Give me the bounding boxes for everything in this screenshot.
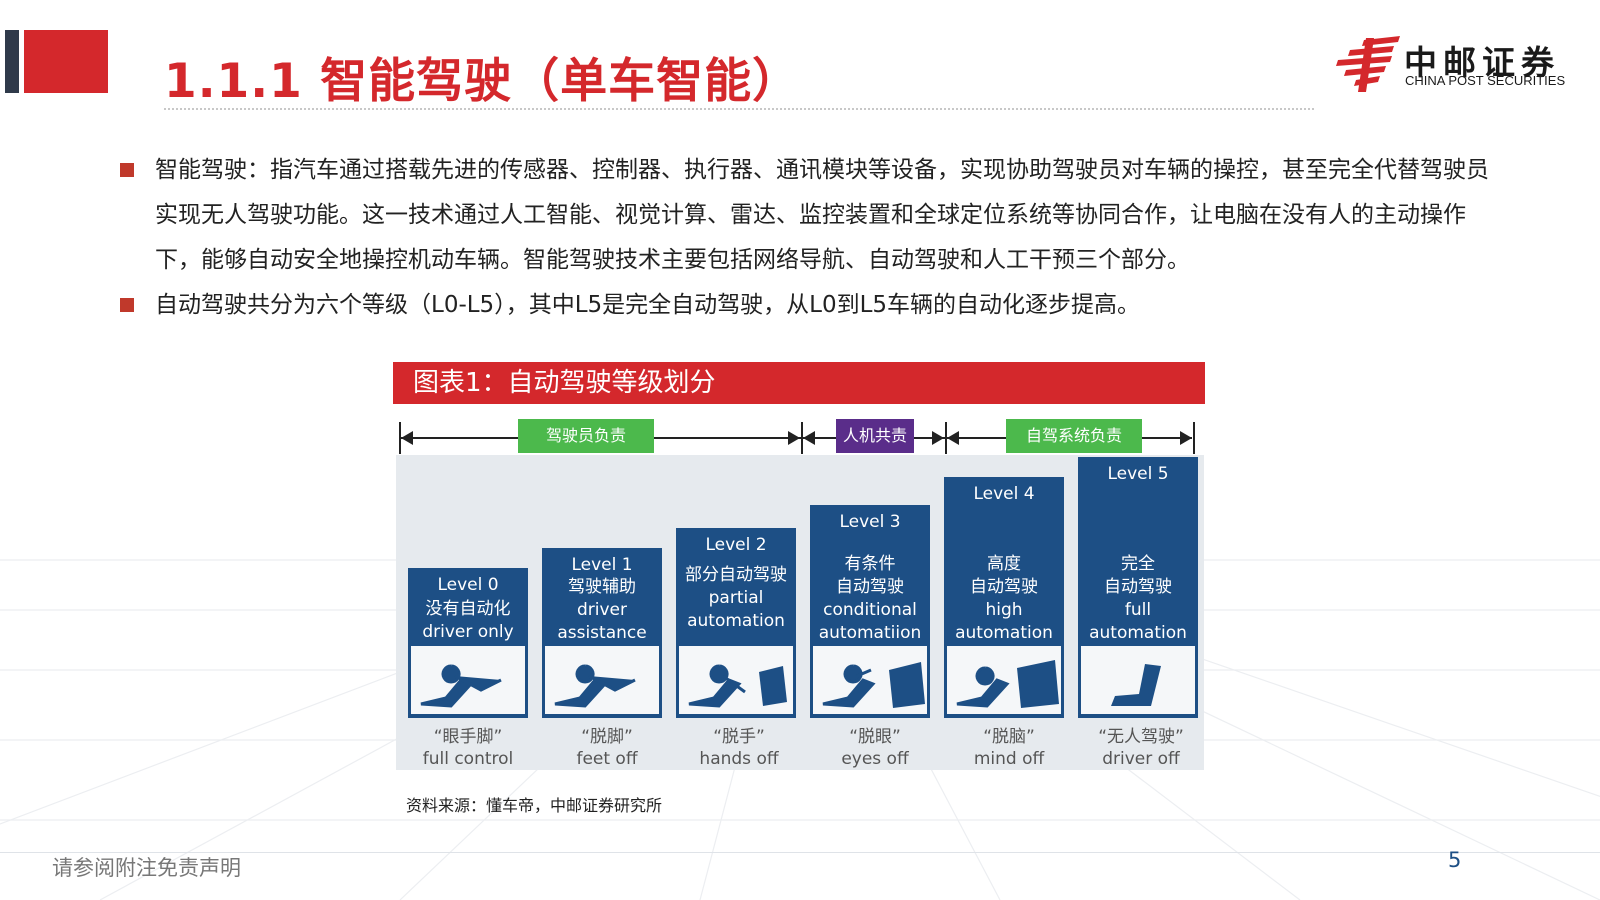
arrow-right-icon <box>788 431 800 445</box>
level-desc-cn: 没有自动化 <box>425 599 511 619</box>
page-title: 1.1.1 智能驾驶（单车智能） <box>164 54 801 109</box>
level-desc-en: high <box>985 600 1023 620</box>
footer-divider <box>0 852 1600 853</box>
arrow-left-icon <box>401 431 413 445</box>
level-desc-en: automation <box>955 623 1053 643</box>
level-desc-en: automatiion <box>818 623 922 643</box>
bullet-paragraph-1: 智能驾驶：指汽车通过搭载先进的传感器、控制器、执行器、通讯模块等设备，实现协助驾… <box>155 157 1489 273</box>
title-underline <box>164 108 1314 110</box>
level-label: Level 1 <box>571 555 633 575</box>
driver-seat-icon <box>545 646 659 714</box>
arrow-left-icon <box>947 431 959 445</box>
corner-accent-red <box>24 30 108 93</box>
level-desc-en: driver <box>576 600 627 620</box>
page-number: 5 <box>1448 848 1462 872</box>
level-caption-4: “脱脑”mind off <box>973 727 1045 769</box>
empty-seat-icon <box>1081 646 1195 714</box>
figure-title: 图表1：自动驾驶等级划分 <box>413 368 716 398</box>
bracket-tick <box>801 422 803 454</box>
arrow-right-icon <box>932 431 944 445</box>
driver-seat-icon <box>411 646 525 714</box>
bullet-paragraph-2: 自动驾驶共分为六个等级（L0-L5），其中L5是完全自动驾驶，从L0到L5车辆的… <box>155 292 1141 318</box>
arrow-right-icon <box>1180 431 1192 445</box>
group-tag-driver: 驾驶员负责 <box>518 419 654 453</box>
level-caption-3: “脱眼”eyes off <box>841 727 909 769</box>
level-desc-en: driver only <box>422 622 514 642</box>
group-tag-shared: 人机共责 <box>836 419 914 453</box>
group-tag-system: 自驾系统负责 <box>1006 419 1142 453</box>
level-label: Level 3 <box>839 512 901 532</box>
level-desc-en: full <box>1124 600 1152 620</box>
bracket-tick <box>399 422 401 454</box>
figure-image-area <box>396 455 1204 770</box>
level-desc-cn: 部分自动驾驶 <box>685 565 787 585</box>
figure-source: 资料来源：懂车帝，中邮证券研究所 <box>406 796 663 815</box>
level-desc-cn: 自动驾驶 <box>970 577 1038 597</box>
level-desc-cn: 自动驾驶 <box>1104 577 1172 597</box>
level-desc-cn: 高度 <box>987 554 1021 574</box>
driver-seat-icon <box>679 646 793 714</box>
level-card-4: Level 4 高度 自动驾驶 high automation <box>944 477 1064 718</box>
level-desc-cn: 自动驾驶 <box>836 577 904 597</box>
level-card-1: Level 1 驾驶辅助 driver assistance <box>542 548 662 718</box>
level-label: Level 4 <box>973 484 1035 504</box>
level-desc-en: automation <box>687 611 785 631</box>
level-card-0: Level 0 没有自动化 driver only <box>408 568 528 718</box>
corner-accent-gray <box>5 30 19 93</box>
bracket-tick <box>945 422 947 454</box>
level-desc-cn: 有条件 <box>844 554 896 574</box>
level-card-5: Level 5 完全 自动驾驶 full automation <box>1078 457 1198 718</box>
level-desc-en: assistance <box>557 623 647 643</box>
level-label: Level 5 <box>1107 464 1169 484</box>
level-desc-en: conditional <box>823 600 917 620</box>
bracket-tick <box>1193 422 1195 454</box>
level-caption-2: “脱手”hands off <box>699 727 779 769</box>
level-desc-cn: 完全 <box>1121 554 1155 574</box>
logo-text-en: CHINA POST SECURITIES <box>1405 73 1566 88</box>
level-desc-cn: 驾驶辅助 <box>568 577 636 597</box>
bullet-marker <box>120 298 134 312</box>
logo-text-cn: 中邮证券 <box>1404 43 1560 82</box>
china-post-logo-icon <box>1336 36 1400 92</box>
level-label: Level 0 <box>437 575 499 595</box>
level-caption-1: “脱脚”feet off <box>576 727 638 769</box>
level-card-3: Level 3 有条件 自动驾驶 conditional automatiion <box>810 505 930 718</box>
level-label: Level 2 <box>705 535 767 555</box>
level-caption-5: “无人驾驶”driver off <box>1098 727 1184 769</box>
driver-seat-icon <box>947 646 1061 714</box>
bullet-marker <box>120 163 134 177</box>
level-caption-0: “眼手脚”full control <box>422 727 514 769</box>
driver-seat-icon <box>813 646 927 714</box>
arrow-left-icon <box>803 431 815 445</box>
level-card-2: Level 2 部分自动驾驶 partial automation <box>676 528 796 718</box>
figure-header: 图表1：自动驾驶等级划分 <box>393 362 1205 404</box>
level-desc-en: partial <box>708 588 764 608</box>
footer-disclaimer: 请参阅附注免责声明 <box>52 856 241 880</box>
level-desc-en: automation <box>1089 623 1187 643</box>
